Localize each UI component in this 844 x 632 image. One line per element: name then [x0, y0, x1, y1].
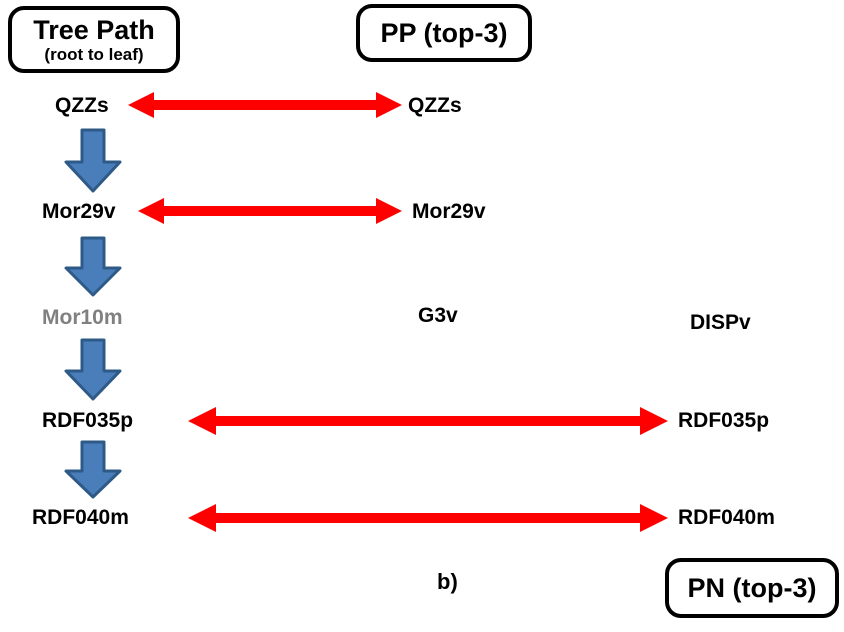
tree-edge-arrow-mor29v-to-mor10m [64, 236, 122, 297]
pp-node-mor29v: Mor29v [412, 200, 486, 223]
match-arrow-rdf035p [188, 407, 668, 435]
pn-node-rdf040m: RDF040m [678, 506, 775, 529]
legend-box-pn: PN (top-3) [665, 558, 839, 618]
legend-title-pn: PN (top-3) [687, 572, 817, 603]
figure-caption-label: b) [437, 569, 458, 594]
pp-node-qzzs: QZZs [408, 94, 462, 117]
legend-subtitle-tree-path: (root to leaf) [44, 44, 144, 64]
match-arrow-rdf040m [188, 504, 668, 532]
legend-title-tree-path: Tree Path [33, 14, 155, 45]
pn-node-rdf035p: RDF035p [678, 409, 770, 432]
legend-title-pp: PP (top-3) [380, 17, 508, 48]
match-arrow-mor29v [138, 198, 402, 224]
legend-box-pp: PP (top-3) [356, 4, 532, 62]
tree-node-mor29v: Mor29v [42, 200, 116, 223]
tree-node-rdf040m: RDF040m [32, 506, 129, 529]
tree-edge-arrow-qzzs-to-mor29v [64, 128, 122, 193]
match-arrow-qzzs [128, 92, 402, 118]
tree-edge-arrow-rdf035p-to-rdf040m [64, 440, 122, 499]
pn-node-dispv: DISPv [690, 311, 751, 334]
legend-box-tree-path: Tree Path (root to leaf) [8, 6, 180, 73]
pp-node-g3v: G3v [418, 304, 458, 327]
tree-node-mor10m: Mor10m [42, 306, 123, 329]
tree-node-qzzs: QZZs [55, 94, 109, 117]
tree-edge-arrow-mor10m-to-rdf035p [64, 338, 122, 401]
tree-node-rdf035p: RDF035p [42, 409, 134, 432]
